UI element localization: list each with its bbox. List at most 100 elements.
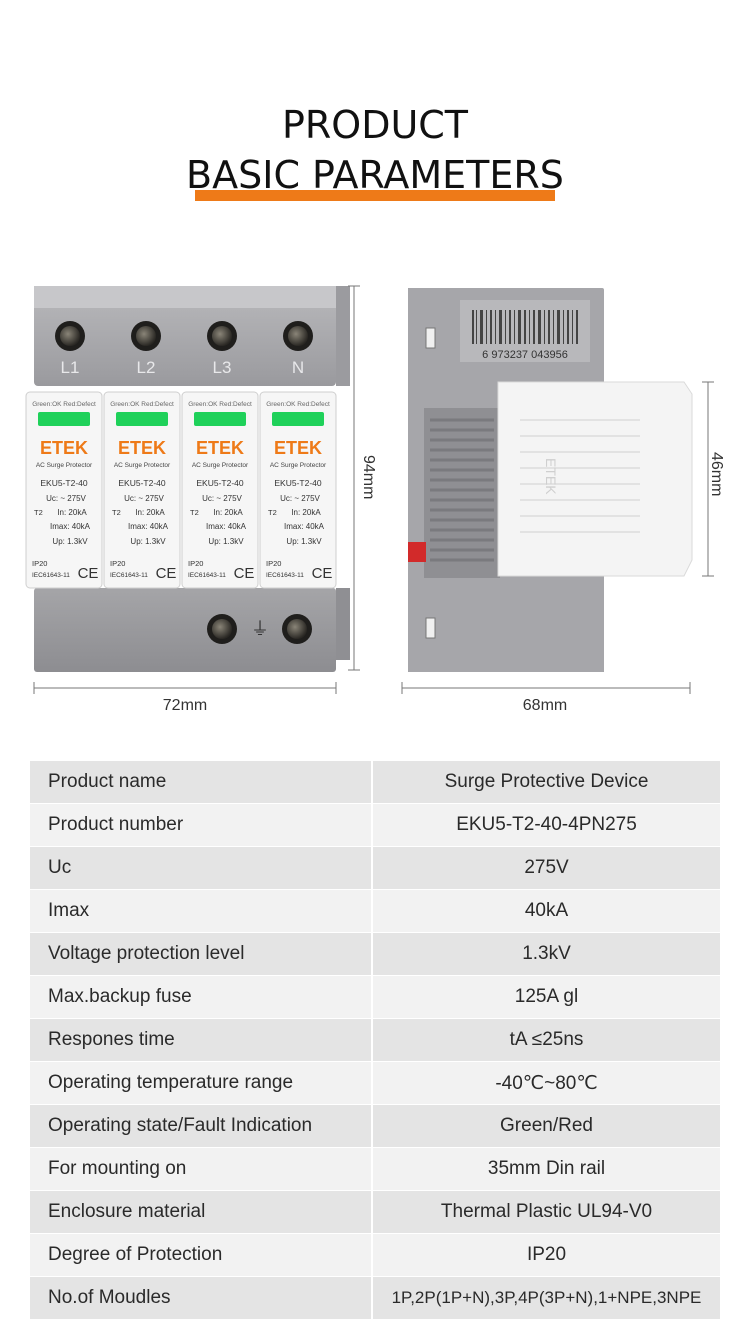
param-value: 40kA: [372, 889, 720, 933]
terminal-label-l2: L2: [137, 358, 156, 377]
svg-text:AC Surge Protector: AC Surge Protector: [192, 462, 249, 469]
param-value: tA ≤25ns: [372, 1018, 720, 1062]
svg-text:EKU5-T2-40: EKU5-T2-40: [40, 478, 88, 488]
svg-text:AC Surge Protector: AC Surge Protector: [36, 462, 93, 469]
svg-text:IP20: IP20: [32, 559, 47, 568]
svg-text:In: 20kA: In: 20kA: [135, 508, 165, 517]
param-key: For mounting on: [30, 1147, 373, 1191]
module-4: Green:OK Red:Defect ETEK AC Surge Protec…: [259, 391, 337, 589]
din-clip-red: [408, 542, 426, 562]
svg-text:AC Surge Protector: AC Surge Protector: [270, 462, 327, 469]
page-title: PRODUCT BASIC PARAMETERS: [0, 100, 750, 200]
grip-ribs: [430, 418, 494, 562]
svg-text:T2: T2: [268, 508, 277, 517]
svg-text:ETEK: ETEK: [118, 438, 166, 458]
svg-text:T2: T2: [112, 508, 121, 517]
svg-text:EKU5-T2-40: EKU5-T2-40: [196, 478, 244, 488]
svg-text:CE: CE: [312, 565, 333, 582]
dim-label-side-height: 46mm: [708, 452, 725, 496]
svg-text:Green:OK Red:Defect: Green:OK Red:Defect: [188, 401, 252, 408]
svg-text:T2: T2: [34, 508, 43, 517]
svg-text:Green:OK Red:Defect: Green:OK Red:Defect: [266, 401, 330, 408]
dim-label-front-width: 72mm: [163, 697, 207, 714]
param-value: Thermal Plastic UL94-V0: [372, 1190, 720, 1234]
svg-text:IEC61643-11: IEC61643-11: [110, 572, 148, 579]
module-1: Green:OK Red:Defect ETEK AC Surge Protec…: [25, 391, 103, 589]
svg-text:IEC61643-11: IEC61643-11: [188, 572, 226, 579]
svg-text:T2: T2: [190, 508, 199, 517]
dim-label-side-width: 68mm: [523, 697, 567, 714]
svg-text:EKU5-T2-40: EKU5-T2-40: [274, 478, 322, 488]
svg-text:Up: 1.3kV: Up: 1.3kV: [52, 537, 88, 546]
svg-text:IP20: IP20: [110, 559, 125, 568]
title-line-1: PRODUCT: [281, 103, 469, 147]
svg-text:AC Surge Protector: AC Surge Protector: [114, 462, 171, 469]
svg-text:Uc: ~ 275V: Uc: ~ 275V: [124, 494, 164, 503]
param-key: Enclosure material: [30, 1190, 373, 1234]
side-view: 6 973237 043956 ETEK: [401, 288, 725, 714]
title-line-2: BASIC PARAMETERS: [186, 153, 564, 197]
param-value: 35mm Din rail: [372, 1147, 720, 1191]
svg-text:IEC61643-11: IEC61643-11: [32, 572, 70, 579]
svg-text:Imax: 40kA: Imax: 40kA: [206, 522, 247, 531]
svg-text:Up: 1.3kV: Up: 1.3kV: [130, 537, 166, 546]
svg-text:Up: 1.3kV: Up: 1.3kV: [208, 537, 244, 546]
param-value: 125A gl: [372, 975, 720, 1019]
product-figure: L1 L2 L3 N ⏚ Green:OK Red:Defect ETEK AC…: [0, 270, 750, 720]
param-key: No.of Moudles: [30, 1276, 373, 1320]
svg-text:Imax: 40kA: Imax: 40kA: [128, 522, 169, 531]
param-key: Operating temperature range: [30, 1061, 373, 1105]
svg-text:Imax: 40kA: Imax: 40kA: [284, 522, 325, 531]
param-key: Imax: [30, 889, 373, 933]
param-value: -40℃~80℃: [372, 1061, 720, 1105]
svg-text:ETEK: ETEK: [196, 438, 244, 458]
table-row: Operating temperature range-40℃~80℃: [30, 1061, 720, 1105]
svg-text:Imax: 40kA: Imax: 40kA: [50, 522, 91, 531]
param-value: Green/Red: [372, 1104, 720, 1148]
side-slot-bottom: [425, 617, 436, 639]
dim-label-front-height: 94mm: [360, 455, 377, 499]
front-view: L1 L2 L3 N ⏚ Green:OK Red:Defect ETEK AC…: [25, 285, 377, 714]
top-terminal-block: [34, 286, 336, 386]
svg-text:IP20: IP20: [188, 559, 203, 568]
param-key: Voltage protection level: [30, 932, 373, 976]
terminal-label-l1: L1: [61, 358, 80, 377]
param-key: Uc: [30, 846, 373, 890]
terminal-label-n: N: [292, 358, 304, 377]
svg-text:Up: 1.3kV: Up: 1.3kV: [286, 537, 322, 546]
svg-text:Green:OK Red:Defect: Green:OK Red:Defect: [32, 401, 96, 408]
svg-text:CE: CE: [234, 565, 255, 582]
ground-icon: ⏚: [251, 619, 269, 639]
svg-text:ETEK: ETEK: [274, 438, 322, 458]
param-value: 275V: [372, 846, 720, 890]
svg-text:Uc: ~ 275V: Uc: ~ 275V: [280, 494, 320, 503]
module-3: Green:OK Red:Defect ETEK AC Surge Protec…: [181, 391, 259, 589]
param-value: Surge Protective Device: [372, 761, 720, 804]
side-module-plug: [497, 381, 693, 577]
param-key: Max.backup fuse: [30, 975, 373, 1019]
top-terminal-rim: [34, 286, 336, 308]
param-value: 1P,2P(1P+N),3P,4P(3P+N),1+NPE,3NPE: [372, 1276, 720, 1320]
svg-text:CE: CE: [78, 565, 99, 582]
top-screws: [55, 321, 313, 351]
param-key: Degree of Protection: [30, 1233, 373, 1277]
svg-text:In: 20kA: In: 20kA: [57, 508, 87, 517]
svg-text:IEC61643-11: IEC61643-11: [266, 572, 304, 579]
barcode-number: 6 973237 043956: [482, 349, 568, 361]
svg-text:EKU5-T2-40: EKU5-T2-40: [118, 478, 166, 488]
product-drawing: L1 L2 L3 N ⏚ Green:OK Red:Defect ETEK AC…: [25, 285, 725, 714]
svg-text:In: 20kA: In: 20kA: [291, 508, 321, 517]
svg-text:CE: CE: [156, 565, 177, 582]
